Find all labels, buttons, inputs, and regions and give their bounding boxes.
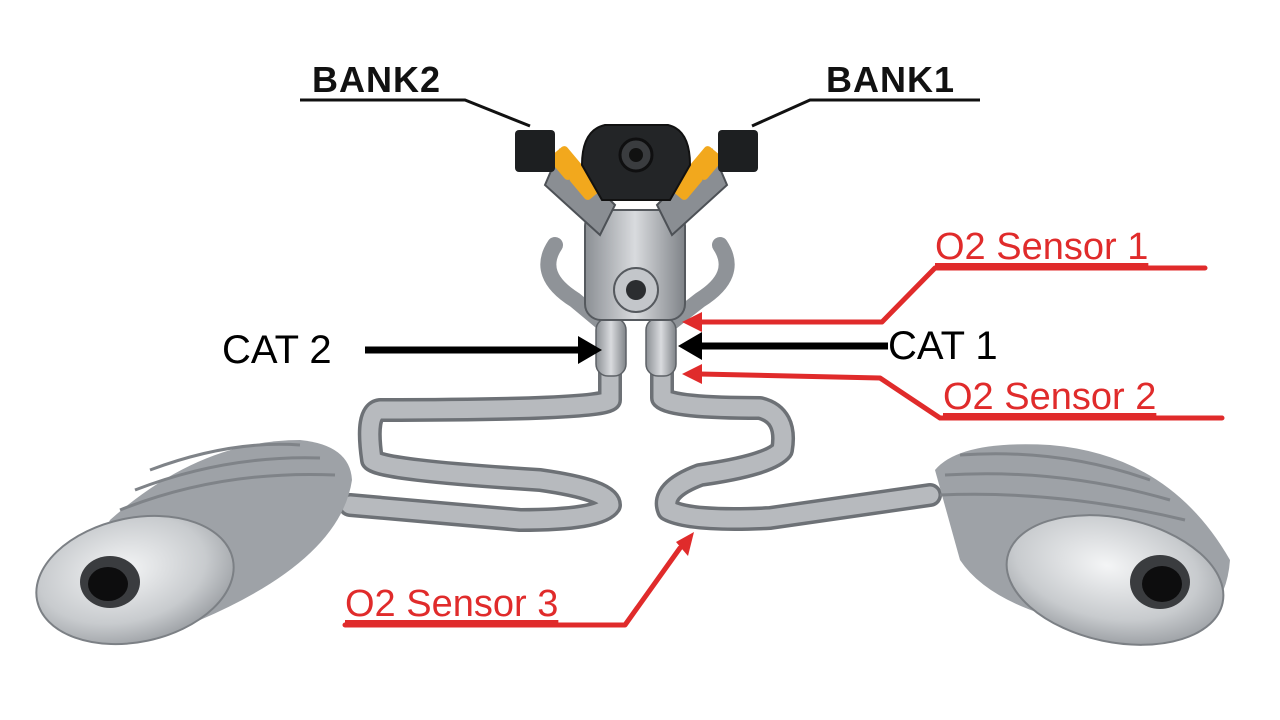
left-pipe (341, 331, 619, 529)
bank2-coil-pack (515, 130, 555, 172)
right-header (660, 237, 735, 333)
o2-sensor-3-arrowhead (676, 532, 694, 556)
o2-sensor-2-pointer (697, 371, 1225, 421)
bank1-leader (751, 98, 980, 128)
v-engine (515, 124, 758, 321)
catalytic-converters (595, 317, 677, 377)
o2-sensor-3-pointer (342, 545, 683, 628)
o2-sensor-2-label: O2 Sensor 2 (943, 376, 1157, 418)
left-header (540, 237, 613, 333)
bank1-label: BANK1 (826, 59, 956, 100)
o2-sensor-pointers (342, 265, 1225, 628)
o2-sensor-3-label: O2 Sensor 3 (345, 583, 559, 625)
cat-arrows (365, 332, 888, 364)
cat-2-arrowhead (578, 336, 602, 364)
engine-block (584, 209, 686, 321)
o2-sensor-arrowheads (676, 312, 702, 556)
cat-2-label: CAT 2 (222, 328, 332, 372)
bank-leaders (300, 98, 980, 128)
exhaust-pipes (338, 237, 942, 532)
bank2-label: BANK2 (312, 59, 442, 100)
right-muffler (935, 444, 1230, 646)
o2-sensor-1-arrowhead (682, 312, 702, 332)
right-pipe (653, 331, 939, 528)
bank1-coil-pack (718, 130, 758, 172)
o2-sensor-2-arrowhead (682, 364, 702, 384)
bank2-leader (300, 98, 531, 128)
cat-1-arrowhead (678, 332, 702, 360)
cat-1-label: CAT 1 (888, 324, 998, 368)
o2-sensor-1-pointer (697, 265, 1208, 325)
o2-sensor-1-label: O2 Sensor 1 (935, 226, 1149, 268)
cat-1-body (645, 317, 677, 377)
left-muffler (35, 440, 352, 646)
cat-2-body (595, 317, 627, 377)
